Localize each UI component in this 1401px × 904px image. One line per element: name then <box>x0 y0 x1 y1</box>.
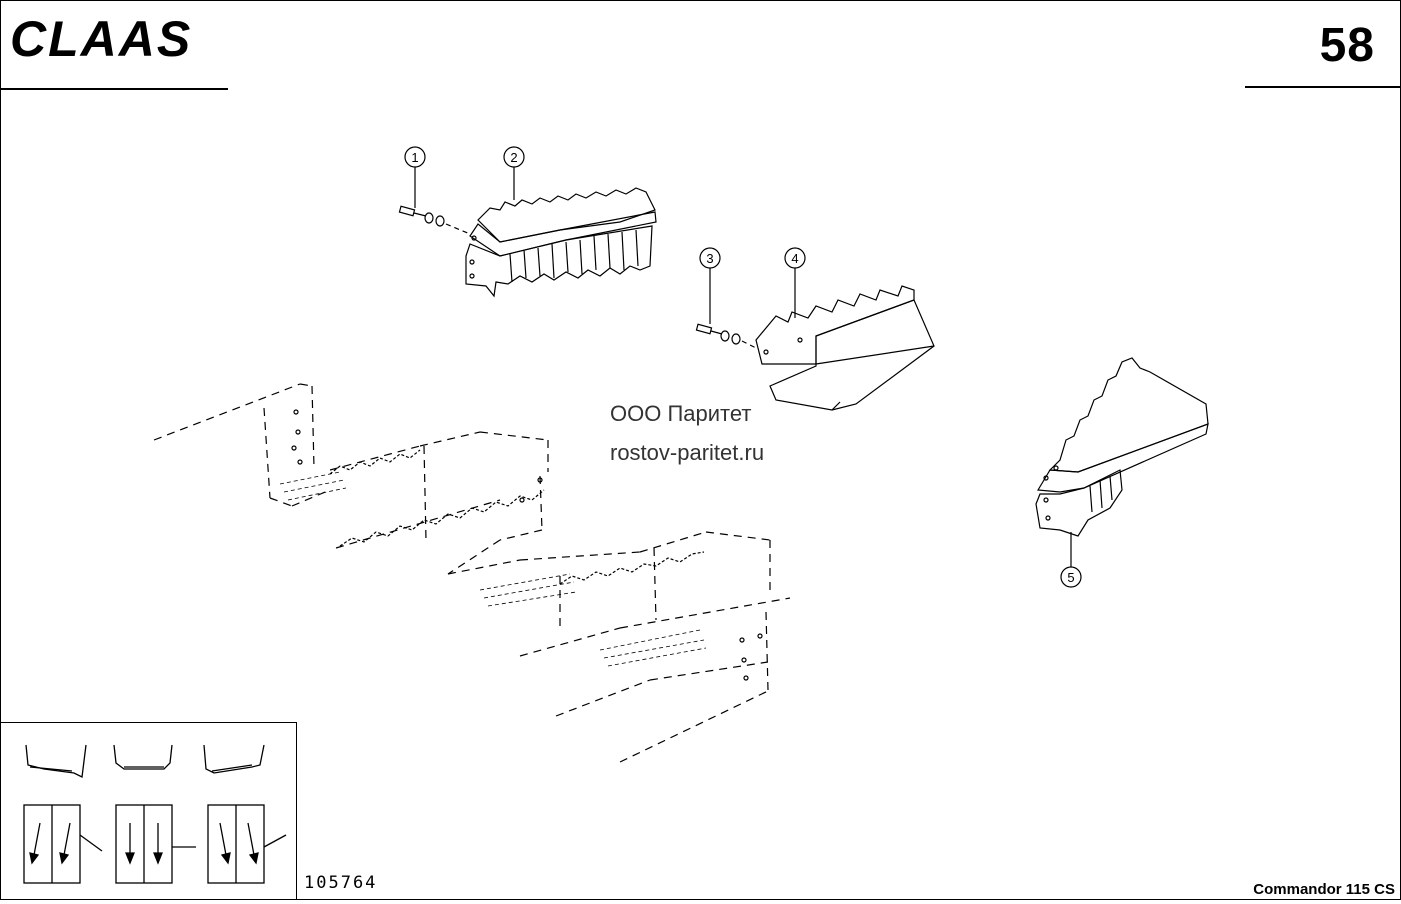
callout-4-label: 4 <box>791 251 798 266</box>
page-number: 58 <box>1319 19 1375 72</box>
mounting-holes-context <box>291 409 763 681</box>
page-number-rule <box>1245 86 1400 88</box>
part-1-bolt <box>398 205 471 235</box>
callout-5[interactable] <box>1060 532 1082 588</box>
knife-serration-context <box>329 449 705 585</box>
profile-variant-3 <box>203 744 265 774</box>
watermark-company: ООО Паритет <box>610 401 752 426</box>
document-id: 105764 <box>304 873 378 893</box>
floor-grid-context <box>279 471 707 667</box>
callout-5-label: 5 <box>1067 570 1074 585</box>
machine-model: Commandor 115 CS <box>1253 881 1395 898</box>
callout-1-label: 1 <box>411 150 418 165</box>
direction-variant-2 <box>115 804 196 884</box>
callout-2-label: 2 <box>510 150 517 165</box>
brand-logo-block: CLAAS <box>0 0 228 90</box>
direction-variant-1 <box>23 804 103 884</box>
part-4-serrated-divider <box>755 285 935 411</box>
variant-legend <box>0 722 297 899</box>
variant-legend-graphics <box>23 744 287 884</box>
profile-variant-1 <box>25 744 87 778</box>
callout-4[interactable] <box>784 247 806 318</box>
callout-1[interactable] <box>404 146 426 208</box>
callout-3-label: 3 <box>706 251 713 266</box>
part-3-bolt <box>695 323 757 349</box>
claas-logo: CLAAS <box>10 14 192 64</box>
callout-2[interactable] <box>503 146 525 200</box>
profile-variant-2 <box>113 744 173 770</box>
brand-logo-text: CLAAS <box>10 14 192 64</box>
watermark-url[interactable]: rostov-paritet.ru <box>610 440 765 465</box>
callout-3[interactable] <box>699 247 721 324</box>
part-2-serrated-plate <box>465 187 657 298</box>
direction-variant-3 <box>207 804 287 884</box>
part-5-divider-assembly <box>1035 357 1209 537</box>
